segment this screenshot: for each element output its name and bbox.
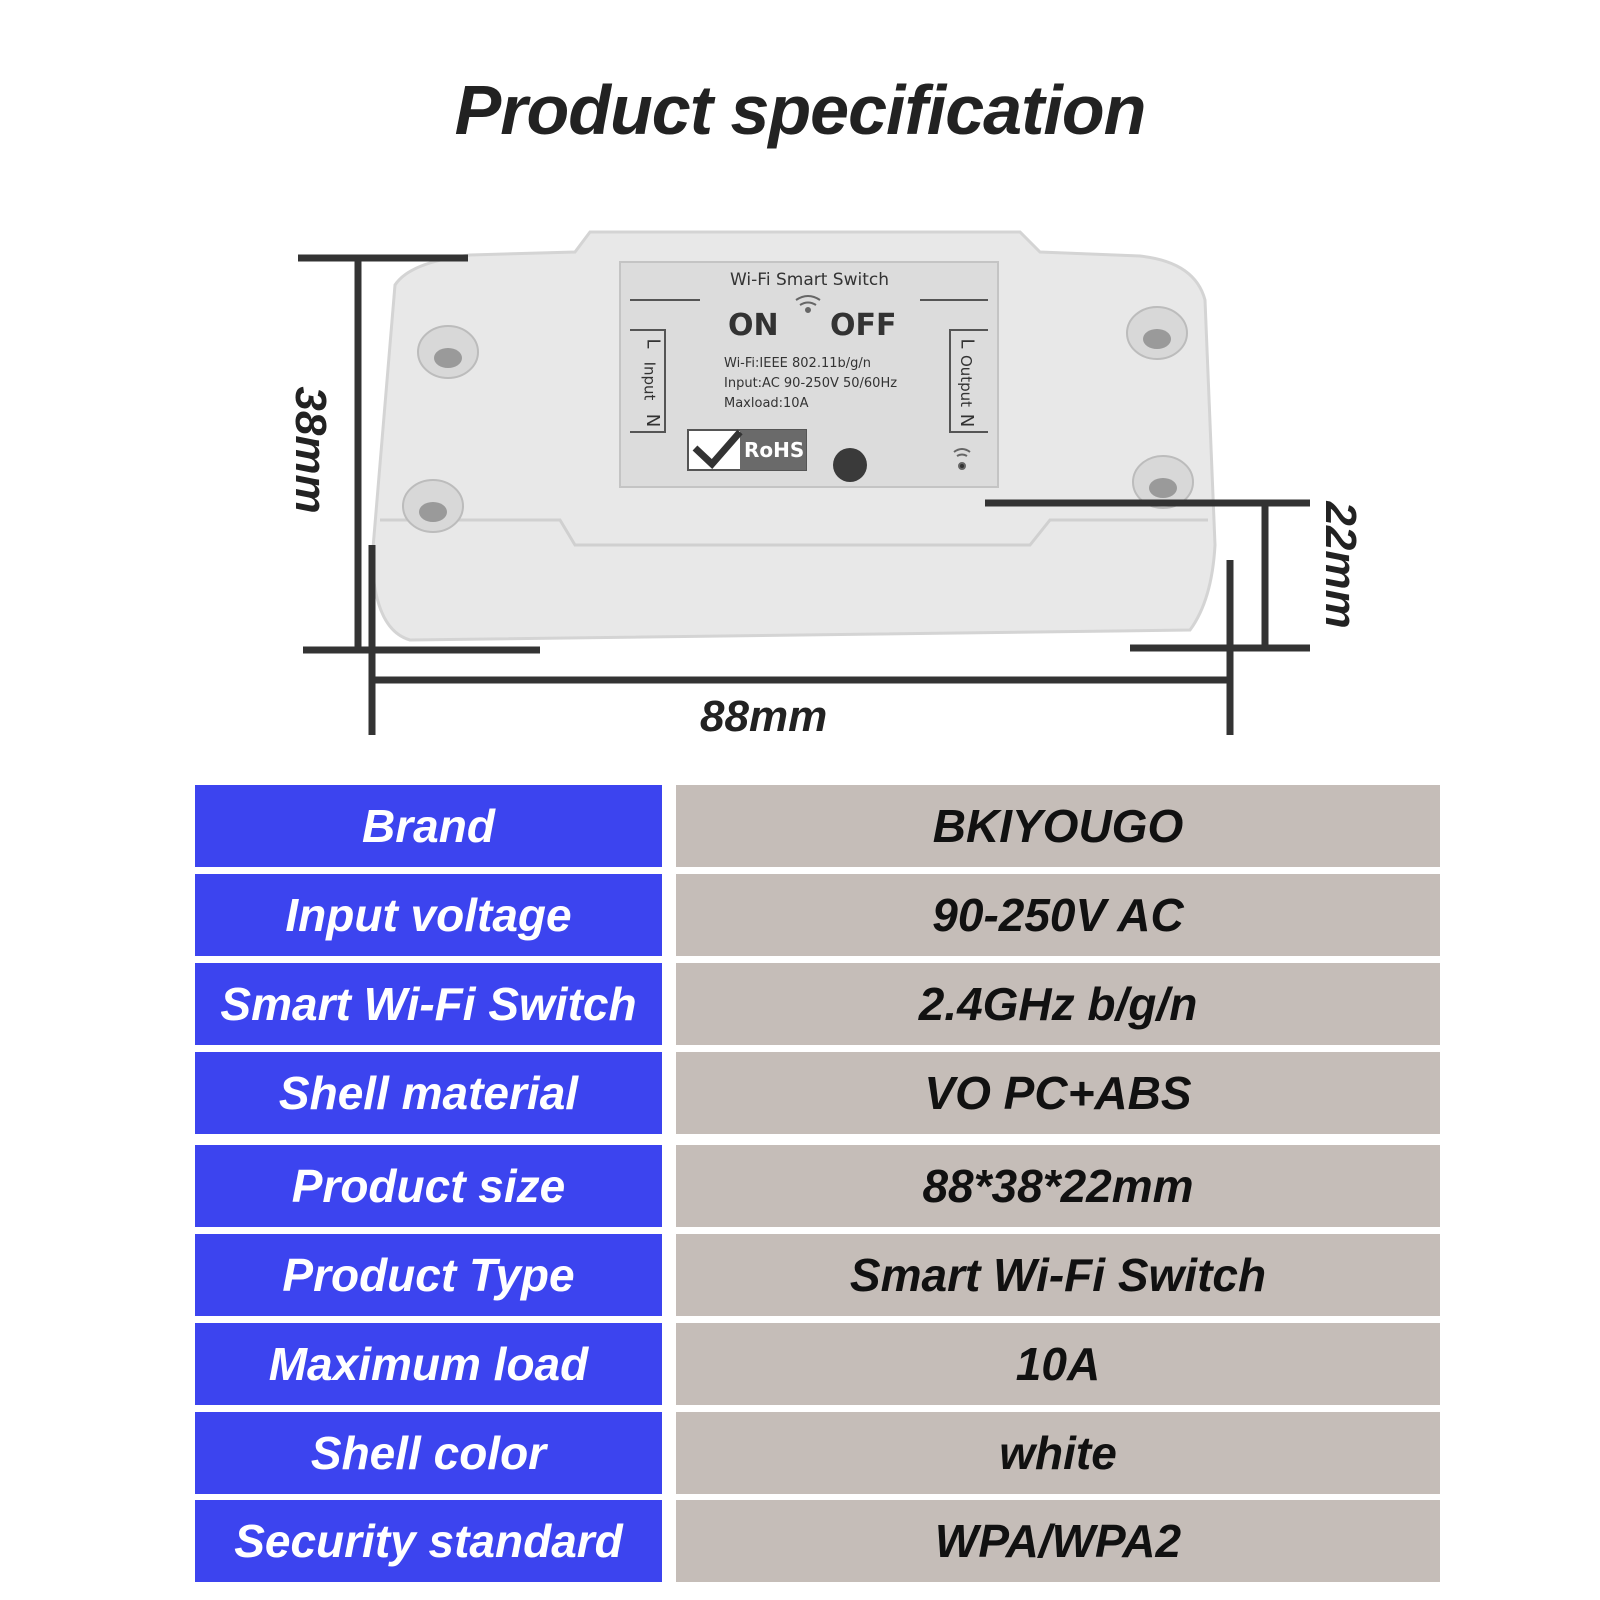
spec-row-product-type: Product Type Smart Wi-Fi Switch bbox=[195, 1234, 1440, 1316]
spec-key: Shell material bbox=[195, 1052, 662, 1134]
output-l-label: L bbox=[956, 338, 978, 349]
spec-value: white bbox=[676, 1412, 1440, 1494]
spec-key: Brand bbox=[195, 785, 662, 867]
spec-value: VO PC+ABS bbox=[676, 1052, 1440, 1134]
output-side-label: Output bbox=[957, 354, 976, 408]
spec-row-wifi: Smart Wi-Fi Switch 2.4GHz b/g/n bbox=[195, 963, 1440, 1045]
spec-value: BKIYOUGO bbox=[676, 785, 1440, 867]
screw-hole-icon bbox=[402, 306, 1194, 533]
pairing-button-icon bbox=[833, 448, 867, 482]
wifi-icon bbox=[795, 295, 971, 470]
spec-key: Product size bbox=[195, 1145, 662, 1227]
wifi-spec-label: Wi-Fi:IEEE 802.11b/g/n bbox=[724, 356, 871, 371]
spec-value: 10A bbox=[676, 1323, 1440, 1405]
maxload-spec-label: Maxload:10A bbox=[724, 396, 809, 411]
spec-value: 2.4GHz b/g/n bbox=[676, 963, 1440, 1045]
spec-value: Smart Wi-Fi Switch bbox=[676, 1234, 1440, 1316]
depth-dimension-label: 22mm bbox=[1316, 501, 1365, 629]
spec-key: Smart Wi-Fi Switch bbox=[195, 963, 662, 1045]
spec-value: 88*38*22mm bbox=[676, 1145, 1440, 1227]
height-dimension-label: 38mm bbox=[286, 386, 335, 514]
spec-row-input-voltage: Input voltage 90-250V AC bbox=[195, 874, 1440, 956]
spec-row-brand: Brand BKIYOUGO bbox=[195, 785, 1440, 867]
spec-row-shell-material: Shell material VO PC+ABS bbox=[195, 1052, 1440, 1134]
output-n-label: N bbox=[956, 413, 978, 428]
input-side-label: Input bbox=[640, 361, 659, 401]
product-dimension-diagram bbox=[298, 230, 1310, 735]
spec-key: Product Type bbox=[195, 1234, 662, 1316]
spec-key: Security standard bbox=[195, 1500, 662, 1582]
spec-value: WPA/WPA2 bbox=[676, 1500, 1440, 1582]
width-dimension-label: 88mm bbox=[700, 692, 828, 741]
dimension-lines bbox=[298, 254, 1310, 735]
on-label: ON bbox=[728, 308, 779, 343]
spec-key: Maximum load bbox=[195, 1323, 662, 1405]
input-spec-label: Input:AC 90-250V 50/60Hz bbox=[724, 376, 898, 391]
spec-row-security-standard: Security standard WPA/WPA2 bbox=[195, 1500, 1440, 1582]
spec-key: Input voltage bbox=[195, 874, 662, 956]
input-n-label: N bbox=[642, 413, 664, 428]
off-label: OFF bbox=[830, 308, 897, 343]
spec-row-maximum-load: Maximum load 10A bbox=[195, 1323, 1440, 1405]
device-name-label: Wi-Fi Smart Switch bbox=[730, 270, 889, 290]
rohs-label: RoHS bbox=[744, 438, 805, 462]
spec-key: Shell color bbox=[195, 1412, 662, 1494]
page-title: Product specification bbox=[454, 71, 1147, 149]
spec-row-product-size: Product size 88*38*22mm bbox=[195, 1145, 1440, 1227]
spec-value: 90-250V AC bbox=[676, 874, 1440, 956]
input-l-label: L bbox=[642, 338, 664, 349]
spec-row-shell-color: Shell color white bbox=[195, 1412, 1440, 1494]
